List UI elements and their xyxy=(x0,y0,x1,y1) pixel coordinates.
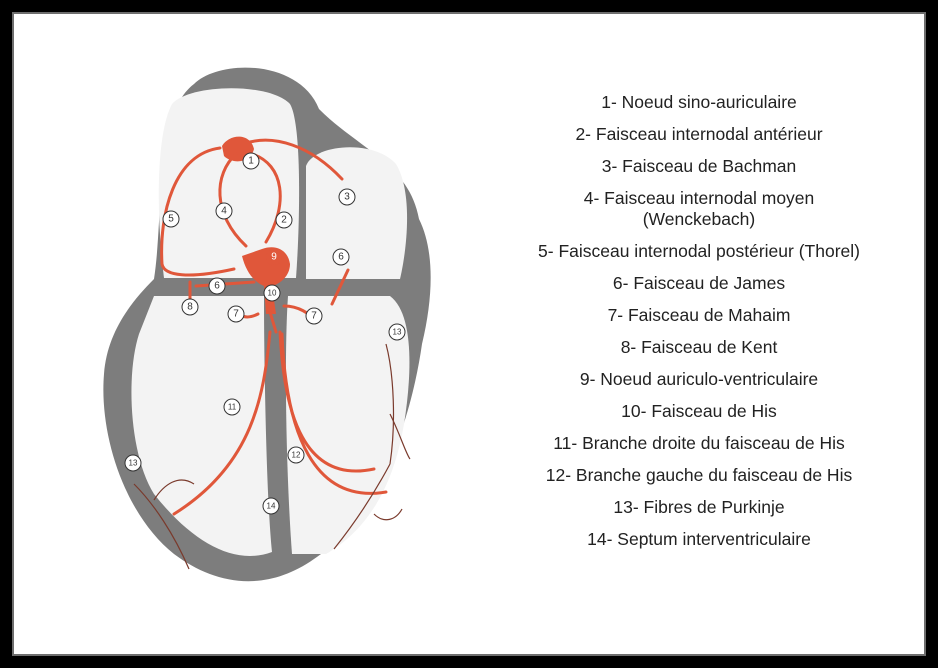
marker-12: 12 xyxy=(288,447,304,463)
svg-text:8: 8 xyxy=(187,302,193,313)
marker-9: 9 xyxy=(266,249,282,265)
legend-item-3: 3- Faisceau de Bachman xyxy=(484,156,914,177)
legend-item-2: 2- Faisceau internodal antérieur xyxy=(484,124,914,145)
svg-text:14: 14 xyxy=(267,502,276,511)
svg-text:6: 6 xyxy=(338,252,344,263)
legend-item-14: 14- Septum interventriculaire xyxy=(484,529,914,550)
marker-7b: 7 xyxy=(306,308,322,324)
svg-text:11: 11 xyxy=(228,403,237,412)
marker-13a: 13 xyxy=(125,455,141,471)
svg-text:6: 6 xyxy=(214,281,220,292)
legend-item-10: 10- Faisceau de His xyxy=(484,401,914,422)
marker-10: 10 xyxy=(264,285,280,301)
legend-item-5: 5- Faisceau internodal postérieur (Thore… xyxy=(484,241,914,262)
svg-text:1: 1 xyxy=(248,156,254,167)
marker-14: 14 xyxy=(263,498,279,514)
marker-7a: 7 xyxy=(228,306,244,322)
marker-4: 4 xyxy=(216,203,232,219)
svg-text:13: 13 xyxy=(129,459,138,468)
marker-2: 2 xyxy=(276,212,292,228)
legend-item-11: 11- Branche droite du faisceau de His xyxy=(484,433,914,454)
svg-text:2: 2 xyxy=(281,215,287,226)
marker-8: 8 xyxy=(182,299,198,315)
marker-6b: 6 xyxy=(333,249,349,265)
legend-item-9: 9- Noeud auriculo-ventriculaire xyxy=(484,369,914,390)
legend-list: 1- Noeud sino-auriculaire 2- Faisceau in… xyxy=(484,92,914,561)
left-atrium xyxy=(306,147,407,279)
svg-text:7: 7 xyxy=(233,309,239,320)
marker-11: 11 xyxy=(224,399,240,415)
marker-13b: 13 xyxy=(389,324,405,340)
legend-item-13: 13- Fibres de Purkinje xyxy=(484,497,914,518)
legend-item-6: 6- Faisceau de James xyxy=(484,273,914,294)
marker-1: 1 xyxy=(243,153,259,169)
svg-text:10: 10 xyxy=(268,289,277,298)
svg-text:3: 3 xyxy=(344,192,350,203)
diagram-frame: 1 2 3 4 5 6 6 7 7 8 9 10 11 12 13 13 14 … xyxy=(12,12,926,656)
legend-item-12: 12- Branche gauche du faisceau de His xyxy=(484,465,914,486)
svg-text:9: 9 xyxy=(271,252,277,263)
legend-item-8: 8- Faisceau de Kent xyxy=(484,337,914,358)
svg-text:13: 13 xyxy=(393,328,402,337)
marker-6a: 6 xyxy=(209,278,225,294)
marker-3: 3 xyxy=(339,189,355,205)
svg-text:7: 7 xyxy=(311,311,317,322)
svg-text:12: 12 xyxy=(292,451,301,460)
legend-item-1: 1- Noeud sino-auriculaire xyxy=(484,92,914,113)
marker-5: 5 xyxy=(163,211,179,227)
svg-text:4: 4 xyxy=(221,206,227,217)
svg-text:5: 5 xyxy=(168,214,174,225)
legend-item-4: 4- Faisceau internodal moyen(Wenckebach) xyxy=(484,188,914,230)
legend-item-7: 7- Faisceau de Mahaim xyxy=(484,305,914,326)
